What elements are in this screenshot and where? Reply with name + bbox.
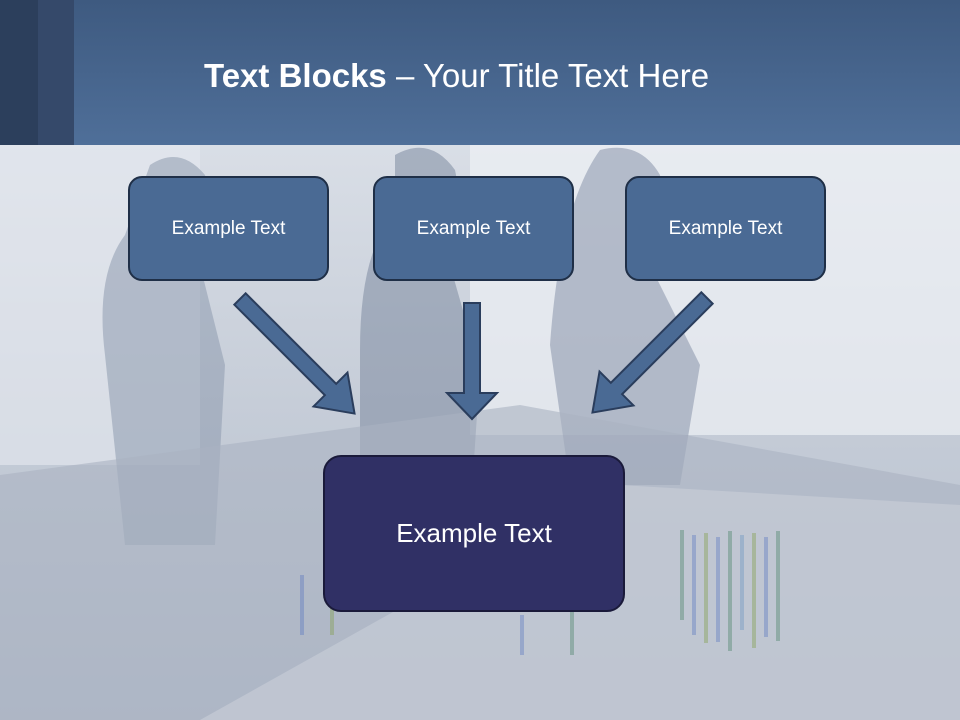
header-accent-dark bbox=[0, 0, 38, 145]
header-band: Text Blocks – Your Title Text Here bbox=[0, 0, 960, 145]
title-bold: Text Blocks bbox=[204, 57, 387, 94]
text-block-1[interactable]: Example Text bbox=[128, 176, 329, 281]
text-block-2[interactable]: Example Text bbox=[373, 176, 574, 281]
slide-title: Text Blocks – Your Title Text Here bbox=[204, 54, 709, 98]
text-block-3[interactable]: Example Text bbox=[625, 176, 826, 281]
text-block-label: Example Text bbox=[668, 217, 783, 239]
header-accent bbox=[38, 0, 74, 145]
text-block-label: Example Text bbox=[171, 217, 286, 239]
text-block-label: Example Text bbox=[416, 217, 531, 239]
main-text-block-label: Example Text bbox=[396, 518, 552, 548]
title-rest: – Your Title Text Here bbox=[386, 57, 710, 94]
main-text-block[interactable]: Example Text bbox=[323, 455, 625, 612]
